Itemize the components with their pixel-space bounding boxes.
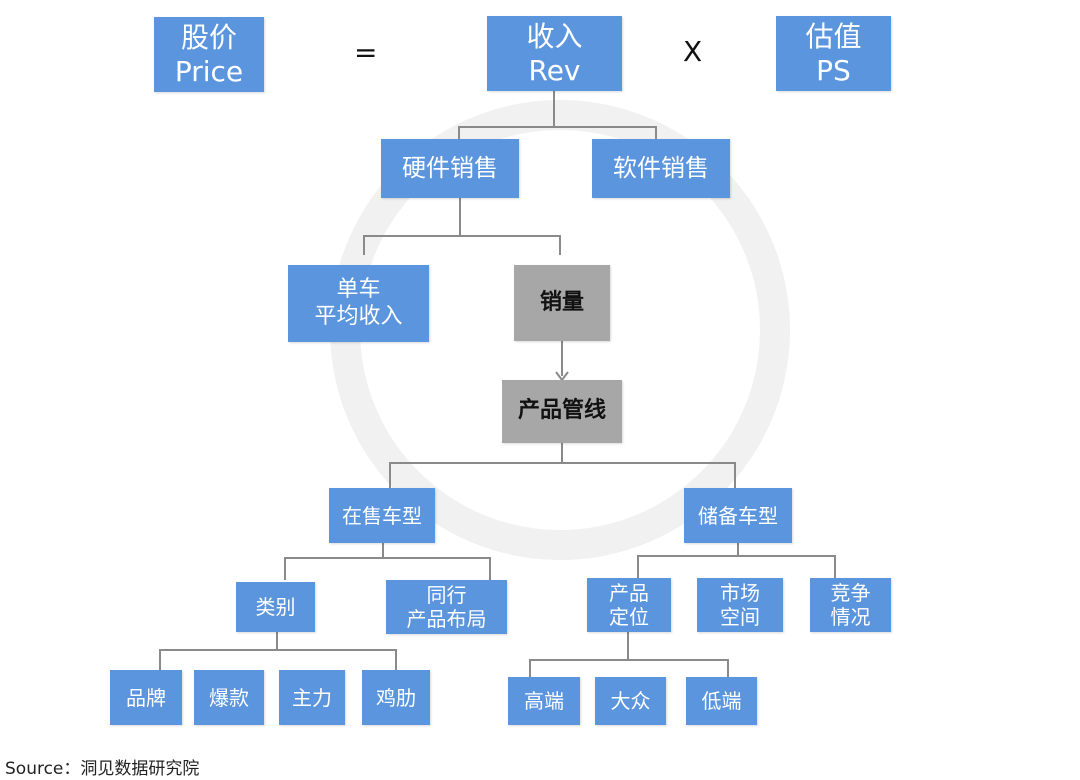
positioning-box: 产品定位: [587, 578, 671, 632]
avg-revenue-box: 单车平均收入: [288, 265, 429, 342]
bracket-hardware: [363, 198, 561, 255]
bracket-reserve: [637, 543, 836, 578]
ps-cn: 估值: [805, 19, 862, 53]
equals-sign: =: [354, 36, 378, 69]
peer-line1: 同行: [426, 583, 467, 607]
brand-box: 品牌: [110, 670, 182, 725]
on-sale-models-box: 在售车型: [329, 488, 435, 543]
software-sales-box: 软件销售: [592, 139, 730, 198]
low-end-box: 低端: [686, 677, 757, 725]
position-line1: 产品: [609, 581, 649, 605]
price-en: Price: [174, 54, 244, 88]
price-cn: 股价: [180, 20, 237, 54]
bracket-pipeline: [389, 443, 736, 488]
source-note: Source：洞见数据研究院: [5, 759, 200, 779]
rev-en: Rev: [528, 53, 581, 87]
market-line2: 空间: [720, 605, 760, 629]
position-line2: 定位: [609, 605, 649, 629]
competition-line1: 竞争: [830, 581, 871, 605]
market-space-box: 市场空间: [697, 578, 783, 632]
market-line1: 市场: [720, 581, 760, 605]
hit-box: 爆款: [194, 670, 264, 725]
peer-layout-box: 同行产品布局: [386, 580, 507, 634]
bracket-category: [159, 632, 397, 670]
hardware-sales-box: 硬件销售: [381, 139, 519, 198]
rev-cn: 收入: [526, 19, 583, 53]
avg-rev-line2: 平均收入: [314, 303, 403, 329]
mass-box: 大众: [595, 677, 666, 725]
reserve-models-box: 储备车型: [684, 488, 792, 543]
bracket-on-sale: [284, 543, 491, 580]
competition-line2: 情况: [830, 605, 871, 629]
peer-line2: 产品布局: [406, 607, 487, 631]
bracket-rev: [458, 91, 657, 139]
times-sign: X: [683, 35, 703, 68]
marginal-box: 鸡肋: [362, 670, 430, 725]
volume-box: 销量: [514, 265, 610, 341]
bracket-position: [529, 632, 729, 677]
avg-rev-line1: 单车: [336, 277, 381, 303]
category-box: 类别: [236, 582, 315, 632]
ps-en: PS: [816, 53, 851, 87]
main-box: 主力: [279, 670, 345, 725]
high-end-box: 高端: [508, 677, 580, 725]
competition-box: 竞争情况: [810, 578, 891, 632]
pipeline-box: 产品管线: [502, 380, 622, 443]
